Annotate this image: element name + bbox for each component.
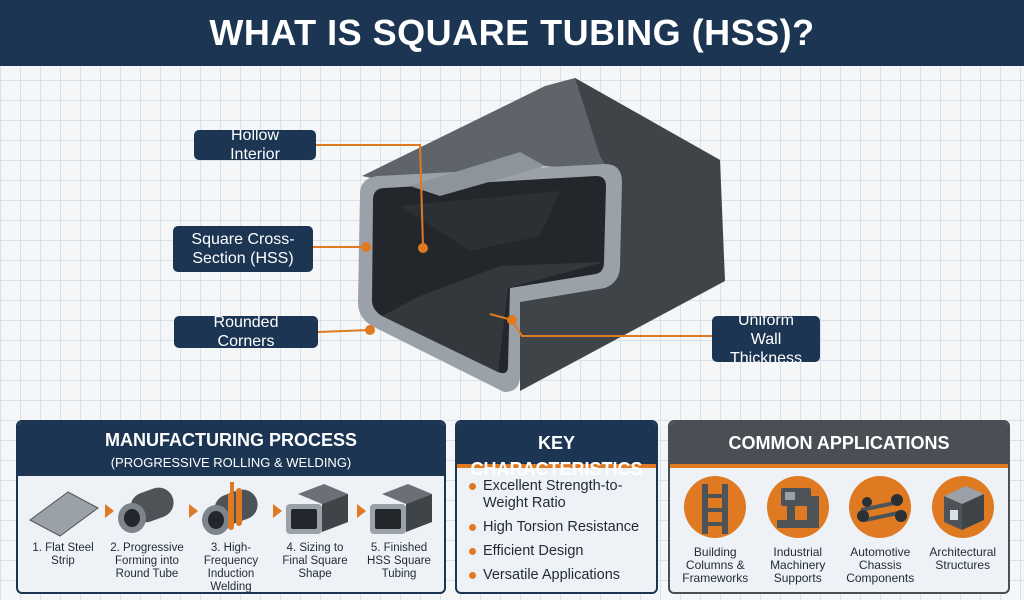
leader-lines [312,144,712,337]
manufacturing-panel: MANUFACTURING PROCESS (PROGRESSIVE ROLLI… [16,420,446,594]
callout-square-cross-section: Square Cross-Section (HSS) [173,226,313,272]
tube-side-face [520,78,725,391]
flat-strip-icon [29,491,99,537]
arrow-icon [273,504,282,518]
list-item: Versatile Applications [469,567,656,584]
page-title: WHAT IS SQUARE TUBING (HSS)? [0,0,1024,66]
application-item: Building Columns & Frameworks [674,476,756,585]
application-item: Industrial Machinery Supports [757,476,839,585]
application-item: Automotive Chassis Components [839,476,921,585]
callout-hollow-interior: Hollow Interior [194,127,316,163]
process-step: 2. Progressive Forming into Round Tube [108,482,198,592]
building-frame-icon [684,476,747,538]
callout-uniform-wall: Uniform Wall Thickness [712,312,820,367]
process-step: 4. Sizing to Final Square Shape [276,482,366,592]
tube-diagram [312,78,725,392]
process-step: 1. Flat Steel Strip [24,482,114,592]
leader-dots [361,242,517,335]
square-sizing-icon [286,484,348,534]
accent-bar [457,464,656,468]
tube-top-lip [410,152,545,196]
list-item: Excellent Strength-to-Weight Ratio [469,478,656,512]
tube-interior-back [400,191,560,251]
manufacturing-title: MANUFACTURING PROCESS [104,430,357,450]
manufacturing-subtitle: (PROGRESSIVE ROLLING & WELDING) [110,455,352,470]
characteristics-title: KEY CHARACTERISTICS [457,422,656,479]
applications-title: COMMON APPLICATIONS [670,422,1008,464]
characteristics-panel: KEY CHARACTERISTICS Excellent Strength-t… [455,420,658,594]
finished-tube-icon [370,484,432,534]
characteristics-list: Excellent Strength-to-Weight Ratio High … [457,468,656,584]
accent-bar [670,464,1008,468]
chassis-icon [849,476,912,538]
list-item: High Torsion Resistance [469,519,656,536]
arrow-icon [189,504,198,518]
manufacturing-header: MANUFACTURING PROCESS (PROGRESSIVE ROLLI… [18,422,444,476]
welding-icon [202,482,258,535]
tube-interior-floor [382,262,604,372]
machinery-icon [766,476,829,538]
process-step: 3. High-Frequency Induction Welding [192,482,282,592]
applications-list: Building Columns & Frameworks Industrial… [670,468,1008,585]
callout-rounded-corners: Rounded Corners [174,314,318,350]
arrow-icon [105,504,114,518]
list-item: Efficient Design [469,543,656,560]
process-steps: 1. Flat Steel Strip 2. Progressive Formi… [18,476,444,592]
arrow-icon [357,504,366,518]
round-tube-icon [118,487,174,533]
process-step: 5. Finished HSS Square Tubing [360,482,438,592]
applications-panel: COMMON APPLICATIONS Building Columns & F… [668,420,1010,594]
application-item: Architectural Structures [922,476,1004,585]
architecture-icon [931,476,994,538]
